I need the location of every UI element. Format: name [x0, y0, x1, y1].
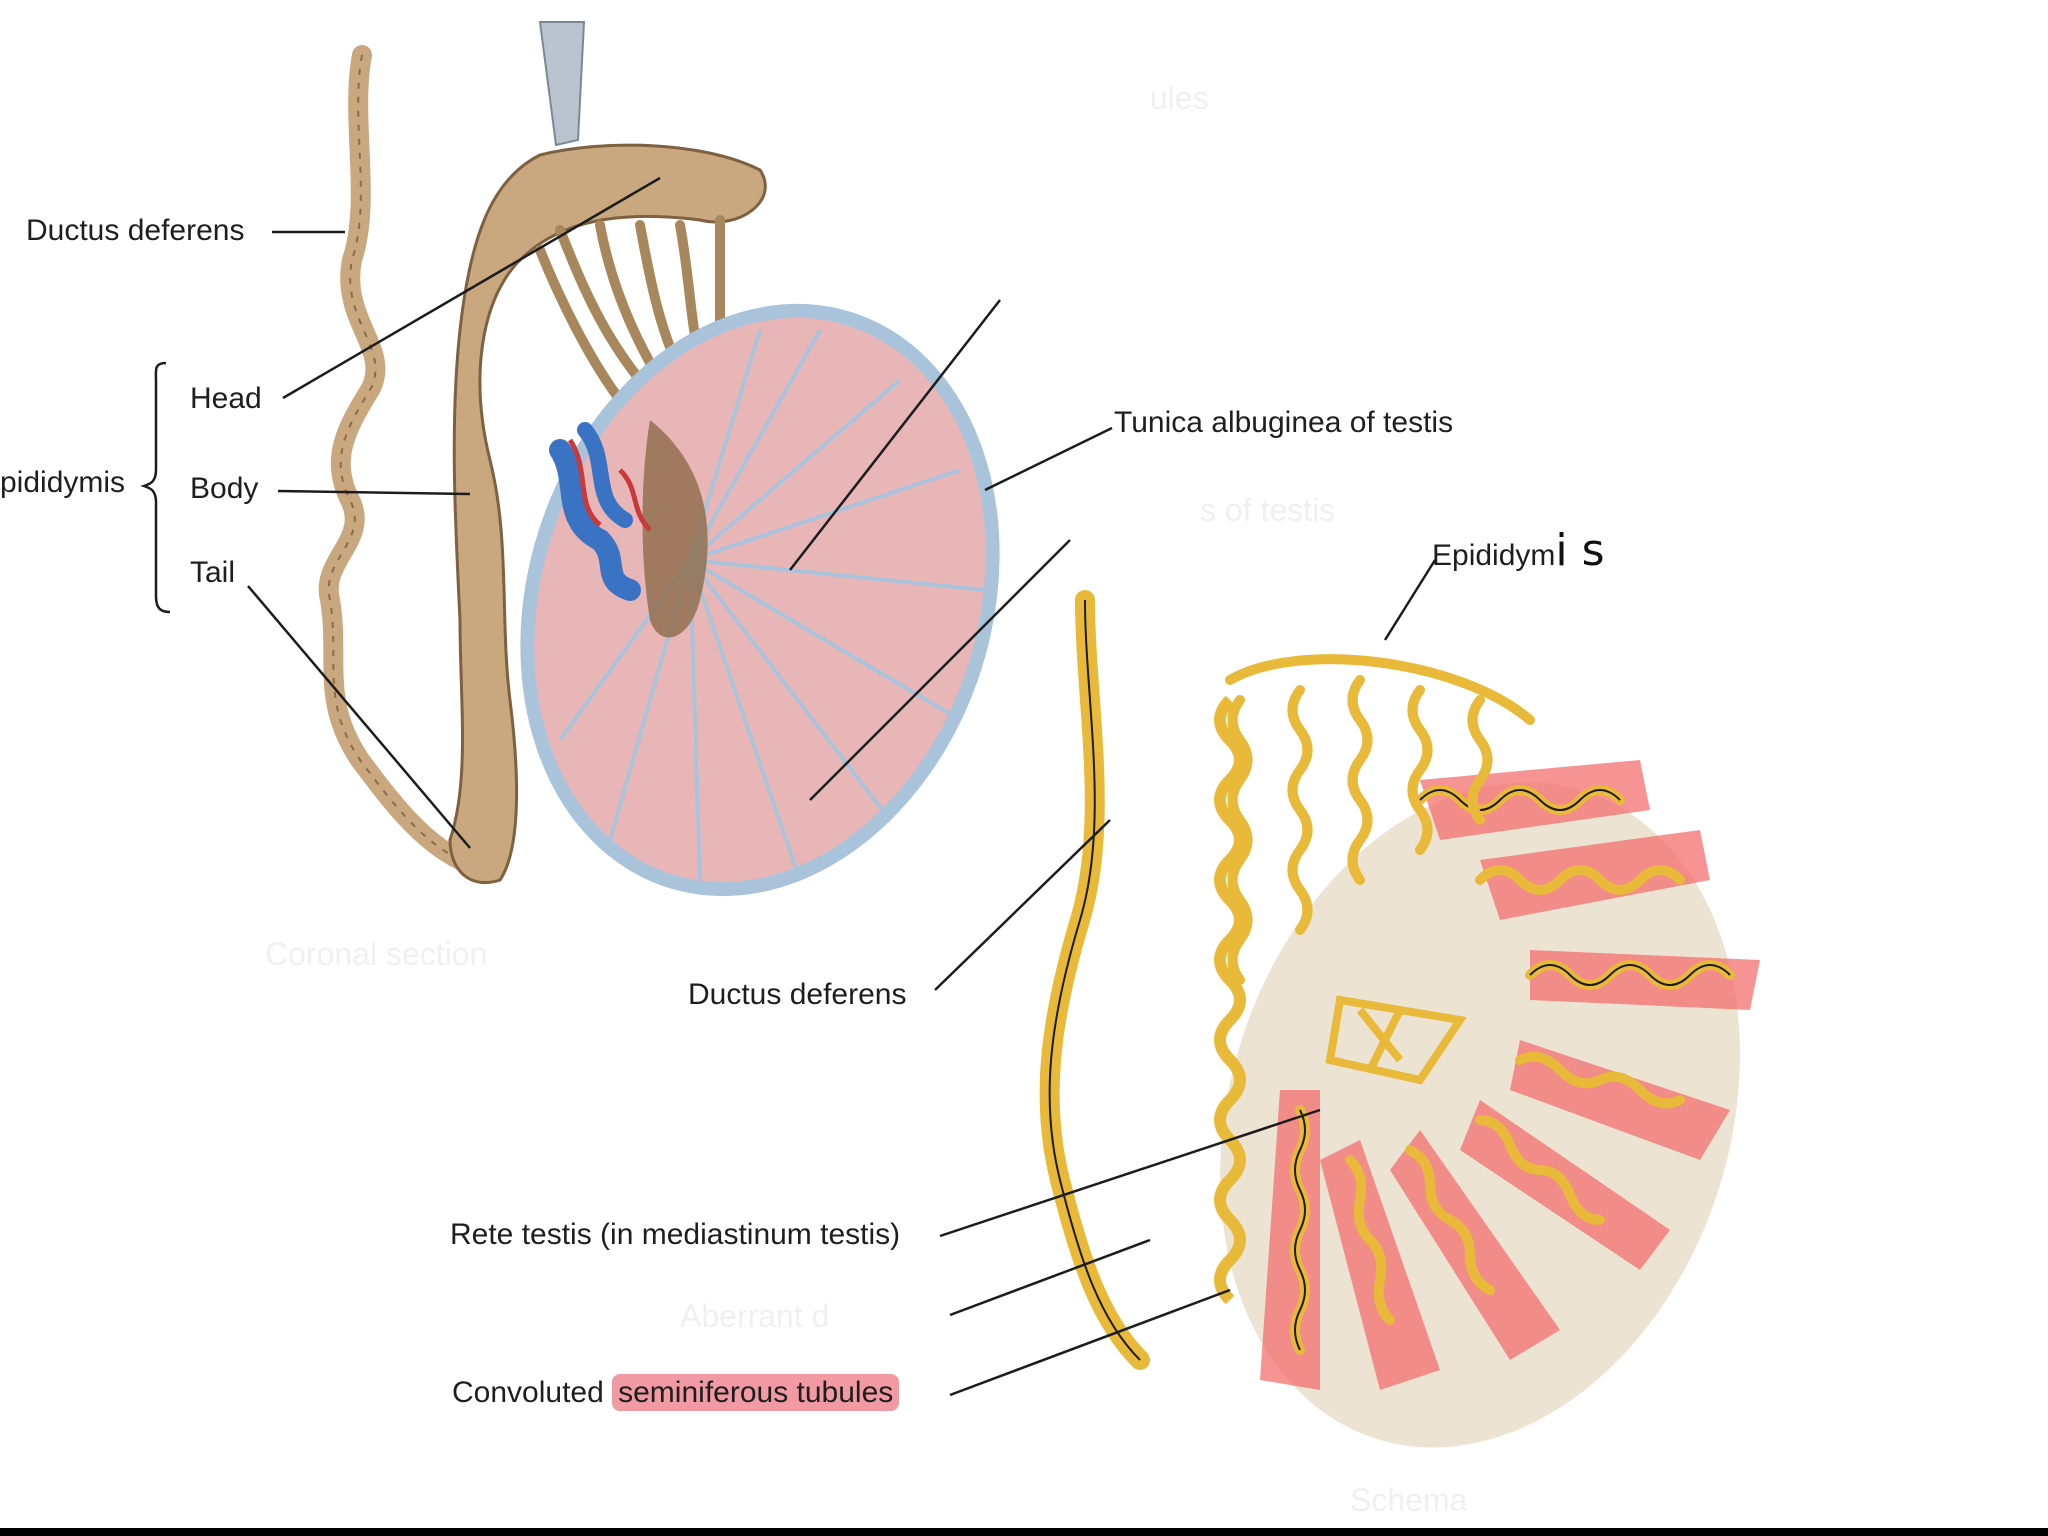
label-epididymis-right-text: Epididym [1432, 539, 1556, 572]
label-head: Head [190, 382, 262, 415]
ductus-deferens-left [318, 45, 470, 870]
rete-network [1325, 995, 1467, 1085]
label-convoluted-prefix: Convoluted [452, 1376, 604, 1409]
faint-label-bottom-left: Aberrant d [680, 1298, 830, 1334]
mediastinum [642, 420, 708, 638]
vessels [549, 422, 652, 601]
handwritten-is: is [1555, 525, 1619, 576]
left-testis-figure [318, 21, 1000, 897]
label-tunica-albuginea: Tunica albuginea of testis [1114, 406, 1454, 439]
leader-lines [140, 176, 1437, 1397]
epididymis-body [448, 143, 767, 885]
faint-label-right-mid: s of testis [1200, 492, 1336, 528]
spermatic-cord [538, 21, 586, 147]
label-body: Body [190, 472, 259, 505]
efferent-ductules [1225, 654, 1535, 985]
faint-label-top-right: ules [1150, 80, 1209, 116]
label-rete-testis: Rete testis (in mediastinum testis) [450, 1218, 901, 1251]
label-epididymis-group: pididymis [0, 466, 126, 499]
label-ductus-deferens-bottom: Ductus deferens [688, 978, 907, 1011]
highlighted-seminiferous-tubules: seminiferous tubules [612, 1374, 900, 1411]
schematic-figure [1039, 590, 1760, 1448]
label-tail: Tail [190, 556, 236, 589]
faint-label-left-mid: Coronal section [265, 936, 488, 972]
faint-label-bottom-right: Schema [1350, 1482, 1468, 1518]
bottom-edge-bar [0, 1528, 2048, 1536]
label-ductus-deferens-top: Ductus deferens [26, 214, 245, 247]
label-epididymis-right: Epididymis [1432, 529, 1619, 573]
epididymis-schematic [1214, 695, 1246, 1305]
label-convoluted-seminiferous: Convoluted seminiferous tubules [452, 1374, 900, 1411]
